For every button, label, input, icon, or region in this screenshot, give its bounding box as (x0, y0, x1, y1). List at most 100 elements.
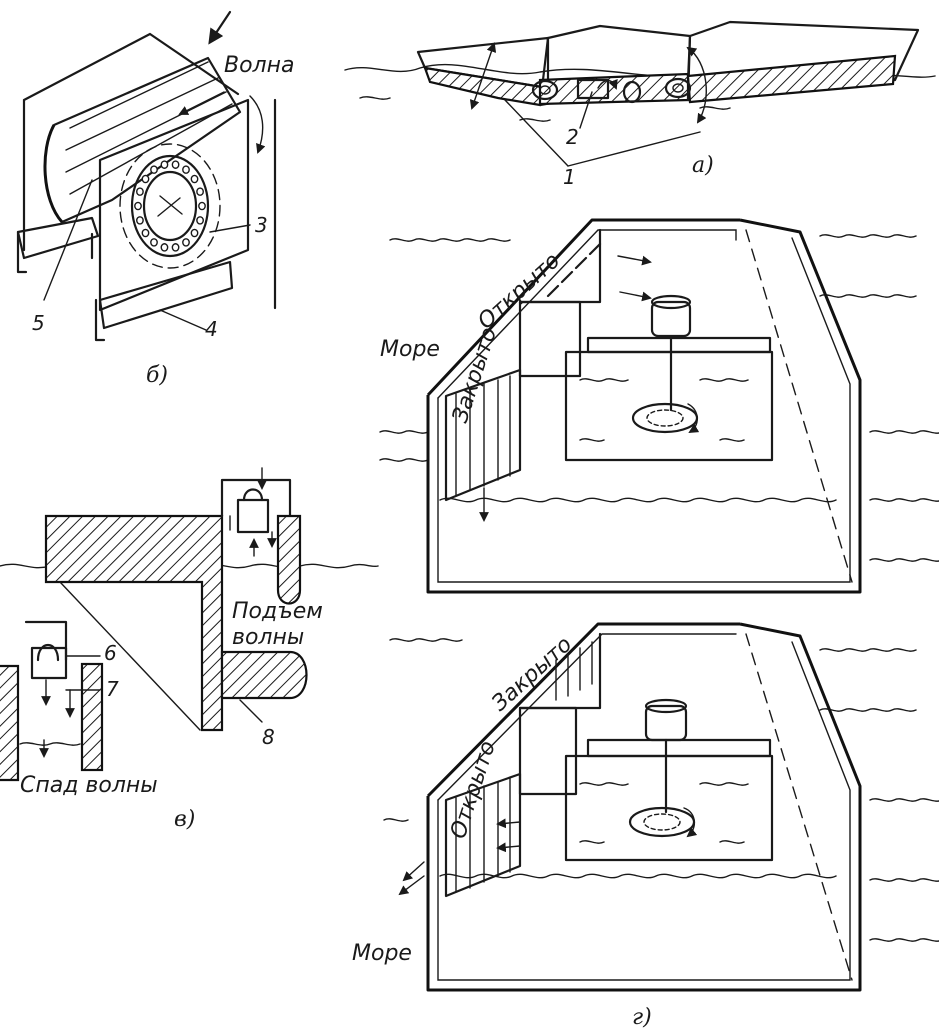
gear-bolt (150, 165, 158, 174)
caption-a: а) (692, 153, 714, 178)
gear-bolt (190, 174, 199, 184)
basin2-inner-wall (437, 641, 851, 981)
gear-bolts (134, 160, 206, 252)
gear-center-cross (157, 195, 183, 217)
basin2-water-line (439, 873, 837, 879)
basin2-outflow-arrow-2 (496, 842, 521, 853)
leader-3 (209, 224, 251, 233)
front-plate (98, 98, 250, 312)
basin2-sea-arrow-2 (398, 875, 425, 896)
gear-bolt (196, 216, 204, 225)
lower-wall-right (80, 662, 104, 772)
basin-inner-wall (437, 237, 851, 583)
turbine-chamber (564, 350, 774, 462)
upper-flap-valves (546, 242, 602, 298)
basin2-lower-flap-panel (444, 772, 522, 898)
gear-bolt (134, 201, 142, 211)
raft-section-right (686, 54, 897, 104)
caption-v: в) (174, 807, 195, 832)
generator-top (650, 294, 692, 310)
hidden-edge-dashed (745, 229, 853, 583)
gear-ring (130, 154, 210, 258)
basin2-top-inner (437, 633, 737, 801)
basin2-turbine-deck (586, 738, 772, 758)
panel-g-basin-bottom: Закрыто Открыто Море г) (352, 622, 939, 1030)
gear-bolt (182, 165, 190, 174)
gear-bolt (198, 201, 206, 211)
breakwater-structure (44, 514, 224, 732)
diagonal-strut (59, 581, 201, 731)
top-sea-label: Море (380, 337, 440, 362)
gear-bolt (136, 216, 144, 225)
leader-8 (239, 699, 263, 723)
basin2-inner-partition (518, 706, 578, 796)
pump-cylinder (622, 80, 642, 104)
basin-top-inner (437, 229, 737, 399)
plate-dashed-circle (119, 143, 221, 269)
runner-blades (646, 409, 684, 427)
leader-1b (567, 131, 701, 167)
callout-4: 4 (205, 317, 218, 341)
turbine-deck (586, 336, 772, 354)
upper-turbine-valve (242, 488, 264, 502)
gear-bolt (190, 228, 199, 238)
gear-bolt (141, 228, 150, 238)
hinge-right-core (672, 83, 684, 93)
lower-wall-left (0, 664, 20, 782)
caption-b: б) (146, 363, 168, 388)
pump-unit (576, 78, 610, 100)
bottom-sea-label: Море (352, 941, 412, 966)
bottom-lower-valve-label: Открыто (446, 738, 501, 842)
turbine-runner (631, 402, 699, 434)
callout-5: 5 (32, 311, 45, 335)
panel-a-hinged-raft: 1 2 а) (344, 20, 936, 189)
basin2-hidden-edge (745, 633, 853, 981)
panel-v-water-column: 6 7 8 Подъем волны Спад волны в) (0, 467, 379, 832)
generator (650, 300, 692, 338)
lower-flap-panel (444, 368, 522, 502)
panel-b-drum-device: Волна 3 4 5 б) (16, 10, 294, 388)
leader-4 (159, 309, 207, 331)
lower-turbine-valve (36, 643, 60, 662)
leader-5 (43, 179, 93, 301)
gear-bolt (182, 238, 190, 247)
top-lower-valve-label: Закрыто (448, 324, 502, 425)
gear-bolt (141, 174, 150, 184)
basin2-turbine-runner (628, 806, 696, 838)
basin2-chamber-water (579, 782, 749, 844)
callout-8: 8 (262, 725, 275, 749)
gear-bolt (150, 238, 158, 247)
gear-bolt (160, 243, 169, 252)
basin2-outer-wall (426, 622, 862, 992)
lower-turbine-housing (30, 646, 68, 680)
callout-6: 6 (104, 641, 117, 665)
callout-2: 2 (566, 125, 579, 149)
inflow-arrow-1 (617, 255, 652, 266)
drum-end (43, 124, 64, 224)
gear-bolt (171, 160, 180, 169)
upper-turbine-housing (236, 498, 270, 534)
basin2-generator-top (644, 698, 688, 714)
basin2-upper-slats (555, 641, 593, 701)
beam-bottom-end (94, 298, 106, 342)
basin2-runner-rotation-arrow (683, 807, 698, 838)
leader-2 (579, 91, 593, 129)
pitch-arrow-middle (597, 78, 618, 90)
hinge-left-core (539, 85, 551, 95)
lower-flap-slats (455, 375, 511, 497)
basin2-top-edge (426, 622, 740, 798)
basin2-outflow-arrow-1 (496, 818, 521, 829)
heave-arrow (469, 42, 497, 110)
sea-waves-top (379, 234, 939, 562)
rise-label-line2: волны (232, 625, 304, 650)
basin2-sea-arrow-1 (402, 861, 425, 882)
basin-water-line (439, 497, 837, 503)
lower-water-line (19, 742, 81, 746)
gear-bolt (160, 160, 169, 169)
frame-left (22, 32, 240, 252)
drum-stripes (65, 61, 233, 195)
flow-arrow (178, 91, 225, 115)
inflow-arrow-2 (619, 291, 652, 302)
